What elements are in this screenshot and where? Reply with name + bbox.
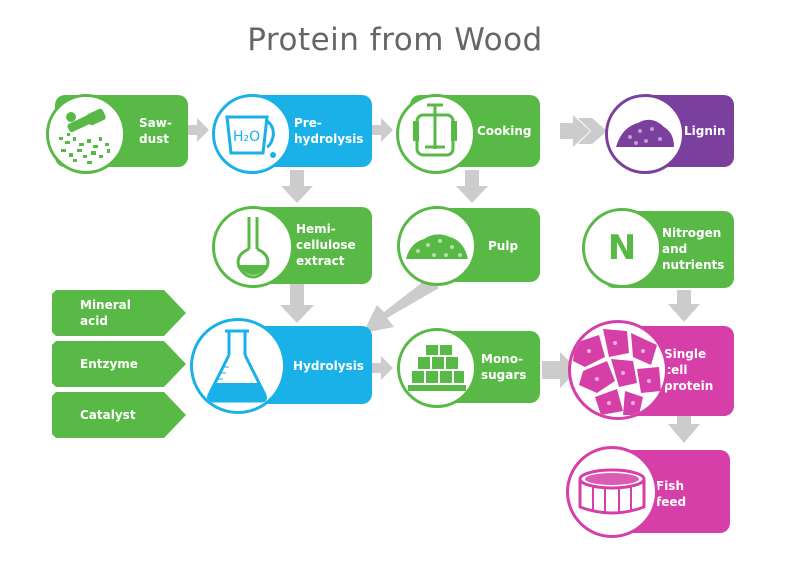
feed-tank-icon [566,446,658,538]
cells-icon [568,320,668,420]
hemicellulose-label: Hemi- cellulose extract [296,222,356,268]
lignin-pile-icon [605,94,685,174]
monosugars-label: Mono- sugars [481,352,527,382]
water-beaker-icon: H₂O [212,94,292,174]
svg-text:H₂O: H₂O [233,129,260,145]
input-catalyst-label: Catalyst [80,408,136,422]
arrow-cooking-lignin-2 [578,118,607,144]
flask-icon [212,206,294,288]
sawdust-label: Saw- dust [139,116,172,146]
page-title: Protein from Wood [247,22,543,58]
arrow-scp-fishfeed [668,416,700,443]
input-mineral-acid: Mineral acid [52,290,188,336]
arrow-sawdust-prehydrolysis [188,118,209,142]
arrow-nitrogen-scp [668,290,700,322]
input-entzyme-label: Entzyme [80,357,138,371]
cooking-label: Cooking [477,124,532,138]
arrow-pulp-hydrolysis [363,278,439,333]
arrow-hemicellulose-hydrolysis [280,284,314,323]
arrow-prehydrolysis-cooking [372,118,393,142]
arrow-cooking-lignin-1 [560,115,590,147]
pulp-label: Pulp [488,239,519,253]
nitrogen-icon: N [582,208,662,288]
nitrogen-label: Nitrogen and nutrients [662,226,725,272]
input-entzyme: Entzyme [52,341,188,387]
lignin-label: Lignin [684,124,726,138]
pulp-pile-icon [397,206,477,286]
prehydrolysis-label: Pre- hydrolysis [294,116,364,146]
fish-feed-label: Fish feed [656,479,687,509]
arrow-cooking-pulp [456,170,488,203]
input-catalyst: Catalyst [52,392,188,438]
arrow-prehydrolysis-hemicellulose [281,170,313,203]
sugar-cubes-icon [397,328,477,408]
arrow-hydrolysis-monosugars [372,356,393,380]
reactor-vessel-icon [396,94,476,174]
single-cell-protein-label: Single cell protein [664,347,714,393]
chainsaw-icon [46,94,126,174]
erlenmeyer-flask-icon [190,318,286,414]
input-mineral-acid-label: Mineral acid [80,298,131,328]
nitrogen-symbol: N [607,228,637,268]
hydrolysis-label: Hydrolysis [293,359,364,373]
